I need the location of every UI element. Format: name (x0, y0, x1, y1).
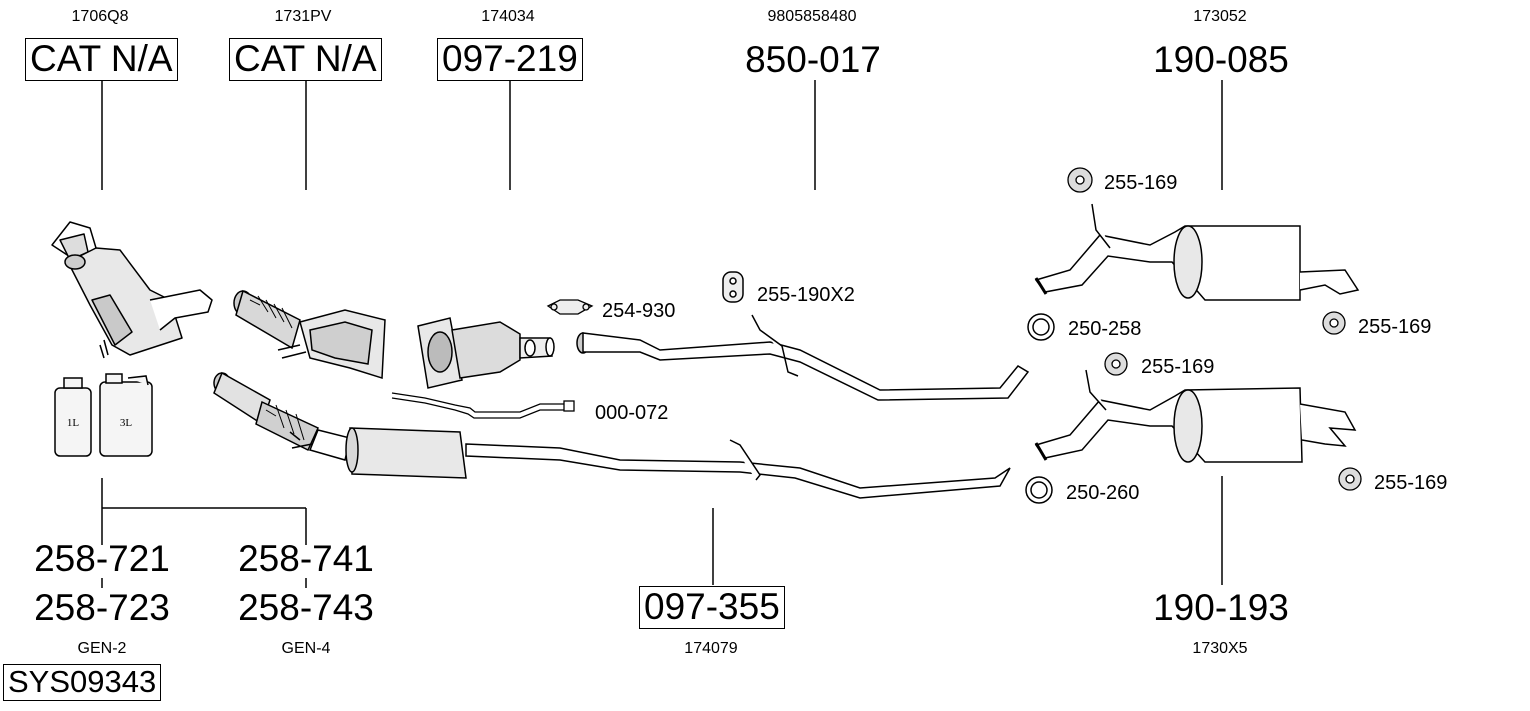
accessory-label-mount-right-a[interactable]: 255-169 (1358, 316, 1432, 338)
mount-icon-right-b (1338, 467, 1362, 491)
fluid-part-gen4-top[interactable]: 258-741 (238, 538, 374, 579)
middle-pipe-assembly (213, 371, 1011, 499)
fluid-ref-gen4: GEN-4 (281, 640, 331, 657)
accessory-label-rubber-mount[interactable]: 255-190X2 (757, 284, 855, 306)
fluid-ref-gen2: GEN-2 (77, 640, 127, 657)
part-number-190-193[interactable]: 190-193 (1153, 587, 1289, 628)
rear-silencer-upper (1034, 203, 1360, 301)
rear-silencer-lower (1034, 369, 1357, 463)
mount-icon-top-a (1067, 167, 1093, 193)
section-ref-4: 9805858480 (767, 8, 857, 25)
section-ref-5: 173052 (1193, 8, 1247, 25)
accessory-label-sensor[interactable]: 000-072 (595, 402, 669, 424)
clamp-ring-lower-icon (1025, 476, 1053, 504)
clamp-ring-upper-icon (1027, 313, 1055, 341)
rear-silencer-ref: 1730X5 (1192, 640, 1248, 657)
accessory-label-clamp-front[interactable]: 254-930 (602, 300, 676, 322)
mount-icon-right-a (1322, 311, 1346, 335)
part-number-097-219[interactable]: 097-219 (437, 38, 583, 81)
rubber-mount-icon (722, 271, 744, 303)
mount-icon-top-b (1104, 352, 1128, 376)
sensor-cable (391, 392, 575, 419)
accessory-label-mount-top-a[interactable]: 255-169 (1104, 172, 1178, 194)
accessory-label-clamp-upper[interactable]: 250-258 (1068, 318, 1142, 340)
section-ref-2: 1731PV (274, 8, 332, 25)
accessory-label-clamp-lower[interactable]: 250-260 (1066, 482, 1140, 504)
accessory-label-mount-right-b[interactable]: 255-169 (1374, 472, 1448, 494)
accessory-label-mount-top-b[interactable]: 255-169 (1141, 356, 1215, 378)
catalytic-converter-1 (51, 221, 213, 359)
catalytic-converter-2 (233, 289, 386, 380)
part-number-097-355[interactable]: 097-355 (639, 586, 785, 629)
catalytic-converter-3 (417, 317, 555, 389)
section-ref-1: 1706Q8 (71, 8, 129, 25)
part-number-cat-1[interactable]: CAT N/A (25, 38, 178, 81)
part-number-850-017[interactable]: 850-017 (745, 39, 881, 80)
container-large-label: 3L (120, 417, 133, 429)
fluid-container-large (99, 373, 153, 457)
fluid-part-gen2-bottom[interactable]: 258-723 (34, 587, 170, 628)
front-pipe (576, 314, 1030, 401)
middle-pipe-ref: 174079 (684, 640, 738, 657)
system-code: SYS09343 (3, 664, 162, 701)
fluid-part-gen4-bottom[interactable]: 258-743 (238, 587, 374, 628)
container-small-label: 1L (67, 417, 80, 429)
part-number-cat-2[interactable]: CAT N/A (229, 38, 382, 81)
fluid-part-gen2-top[interactable]: 258-721 (34, 538, 170, 579)
fluid-container-small (54, 377, 92, 457)
part-number-190-085[interactable]: 190-085 (1153, 39, 1289, 80)
clamp-icon (546, 299, 594, 315)
section-ref-3: 174034 (481, 8, 535, 25)
